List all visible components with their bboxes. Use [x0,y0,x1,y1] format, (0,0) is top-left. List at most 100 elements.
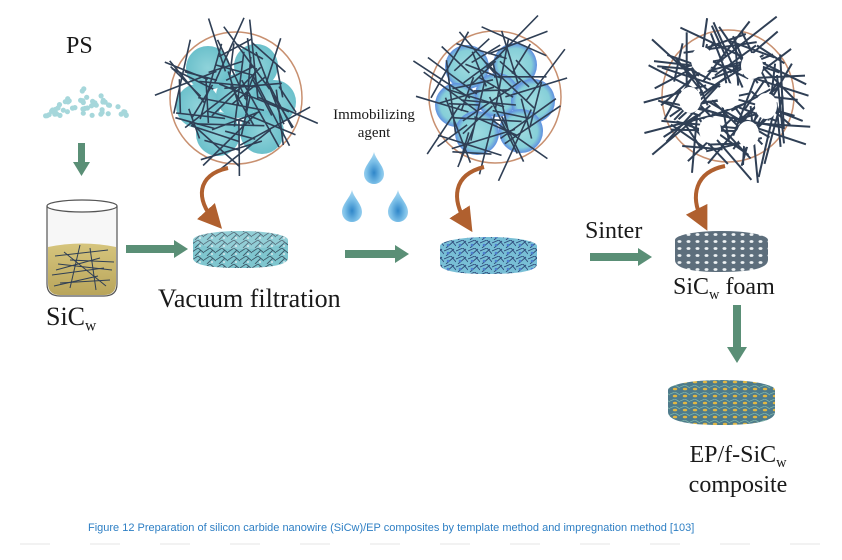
ps-particle [54,111,60,117]
nanowire [691,117,698,173]
ps-particle [98,93,104,99]
label-vacuum-filtration: Vacuum filtration [158,284,341,313]
foam-pore [717,83,739,109]
nanowire [275,89,285,146]
nanowire [171,67,214,90]
nanowire [490,118,548,160]
arrow-to-immobilized [345,245,409,263]
label-sinter: Sinter [585,218,643,244]
nanowire [204,139,241,152]
nanowire [478,76,514,98]
nanowire [500,30,519,84]
nanowire [275,63,284,98]
nanowire [643,84,707,104]
ps-particle [82,105,88,111]
nanowire [707,104,758,165]
arrow-ps-to-beaker [73,143,90,176]
disc-foam [675,231,768,272]
nanowire [244,67,258,100]
zoom-circle-immobilized [412,14,568,182]
nanowire [714,44,757,77]
nanowire [264,37,282,86]
label-foam-main: SiC [673,274,710,300]
ps-particle [105,102,112,108]
nanowire [251,41,286,73]
nanowire [441,45,470,74]
nanowire [154,70,217,96]
immobilizing-agent-drops [342,152,408,222]
zoom-circle-foam [643,15,811,183]
arrow-foam-to-composite [727,305,747,363]
drop-icon [364,152,384,184]
nanowire [488,96,519,154]
label-ps: PS [66,33,93,59]
beaker-icon [46,199,118,297]
nanowire [702,103,744,120]
foam-pore [691,47,713,73]
nanowire [164,61,208,81]
nanowire [170,66,202,97]
nanowire [240,96,251,137]
nanowire [252,75,291,147]
nanowire [459,132,470,162]
foam-pore [755,93,777,119]
nanowire [415,95,469,113]
ps-particle [65,96,71,102]
nanowire [779,54,785,130]
ps-particle [80,110,86,116]
drop-icon [388,190,408,222]
nanowire [207,18,227,72]
nanowire [215,64,253,76]
ps-particle [53,106,59,112]
disc-filtered [193,231,288,268]
nanowire [426,103,461,155]
label-foam-suffix: foam [719,274,775,300]
nanowire [500,98,557,140]
nanowire [224,82,282,90]
nanowire [198,96,265,112]
nanowire [224,130,256,140]
foam-pore [741,53,763,79]
label-composite-line2: composite [688,472,788,498]
nanowire [437,134,502,157]
nanowire [216,39,248,101]
nanowire [211,111,260,131]
nanowire [729,40,775,59]
nanowire [497,109,532,182]
label-foam-sub: w [709,287,720,304]
foam-pore [699,117,721,143]
callout-arrow-2 [449,165,485,233]
nanowire [175,116,215,130]
nanowire [756,44,785,65]
label-sicw: SiCw [46,302,97,335]
nanowire [249,115,296,136]
figure-caption: Figure 12 Preparation of silicon carbide… [88,522,695,534]
ps-particle [99,107,105,113]
nanowire [453,38,490,72]
nanowire [761,65,805,110]
drop-icon [342,190,362,222]
label-composite-main: EP/f-SiC [689,442,777,468]
zoom-circle-template [154,17,319,178]
nanowire [675,61,712,81]
ps-particles [43,86,129,119]
nanowire [430,31,470,99]
nanowire [663,114,698,138]
nanowire [732,72,759,136]
nanowire [470,60,497,85]
ps-particle [92,100,98,106]
nanowire [272,94,294,128]
nanowire [492,109,529,119]
nanowire [492,61,510,136]
nanowire [173,39,192,114]
callout-arrow-3 [685,164,726,231]
label-sicw-sub: w [85,317,97,335]
nanowire [206,110,251,125]
ps-particle [115,104,121,110]
nanowire [463,54,502,84]
ps-particle [89,112,95,118]
ps-particle [60,107,66,113]
nanowire [447,88,505,108]
nanowire [651,104,711,156]
